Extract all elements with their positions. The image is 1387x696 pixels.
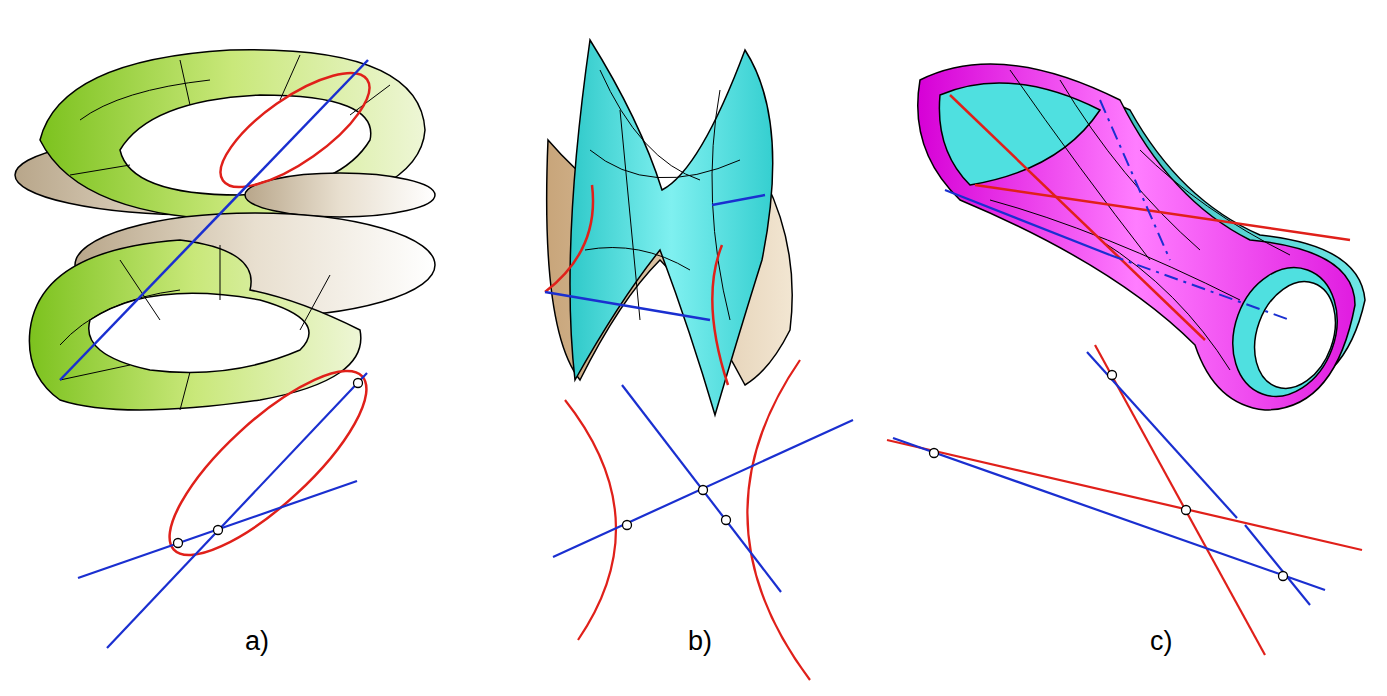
surface-b [545,40,792,415]
surface-c [918,64,1365,411]
projection-a [78,345,391,648]
panel-label: c) [1150,628,1173,655]
panel-label: b) [688,628,712,655]
surface-a [15,50,435,410]
panel-label: a) [245,628,269,655]
projection-c [887,345,1362,655]
projection-b [553,360,853,680]
